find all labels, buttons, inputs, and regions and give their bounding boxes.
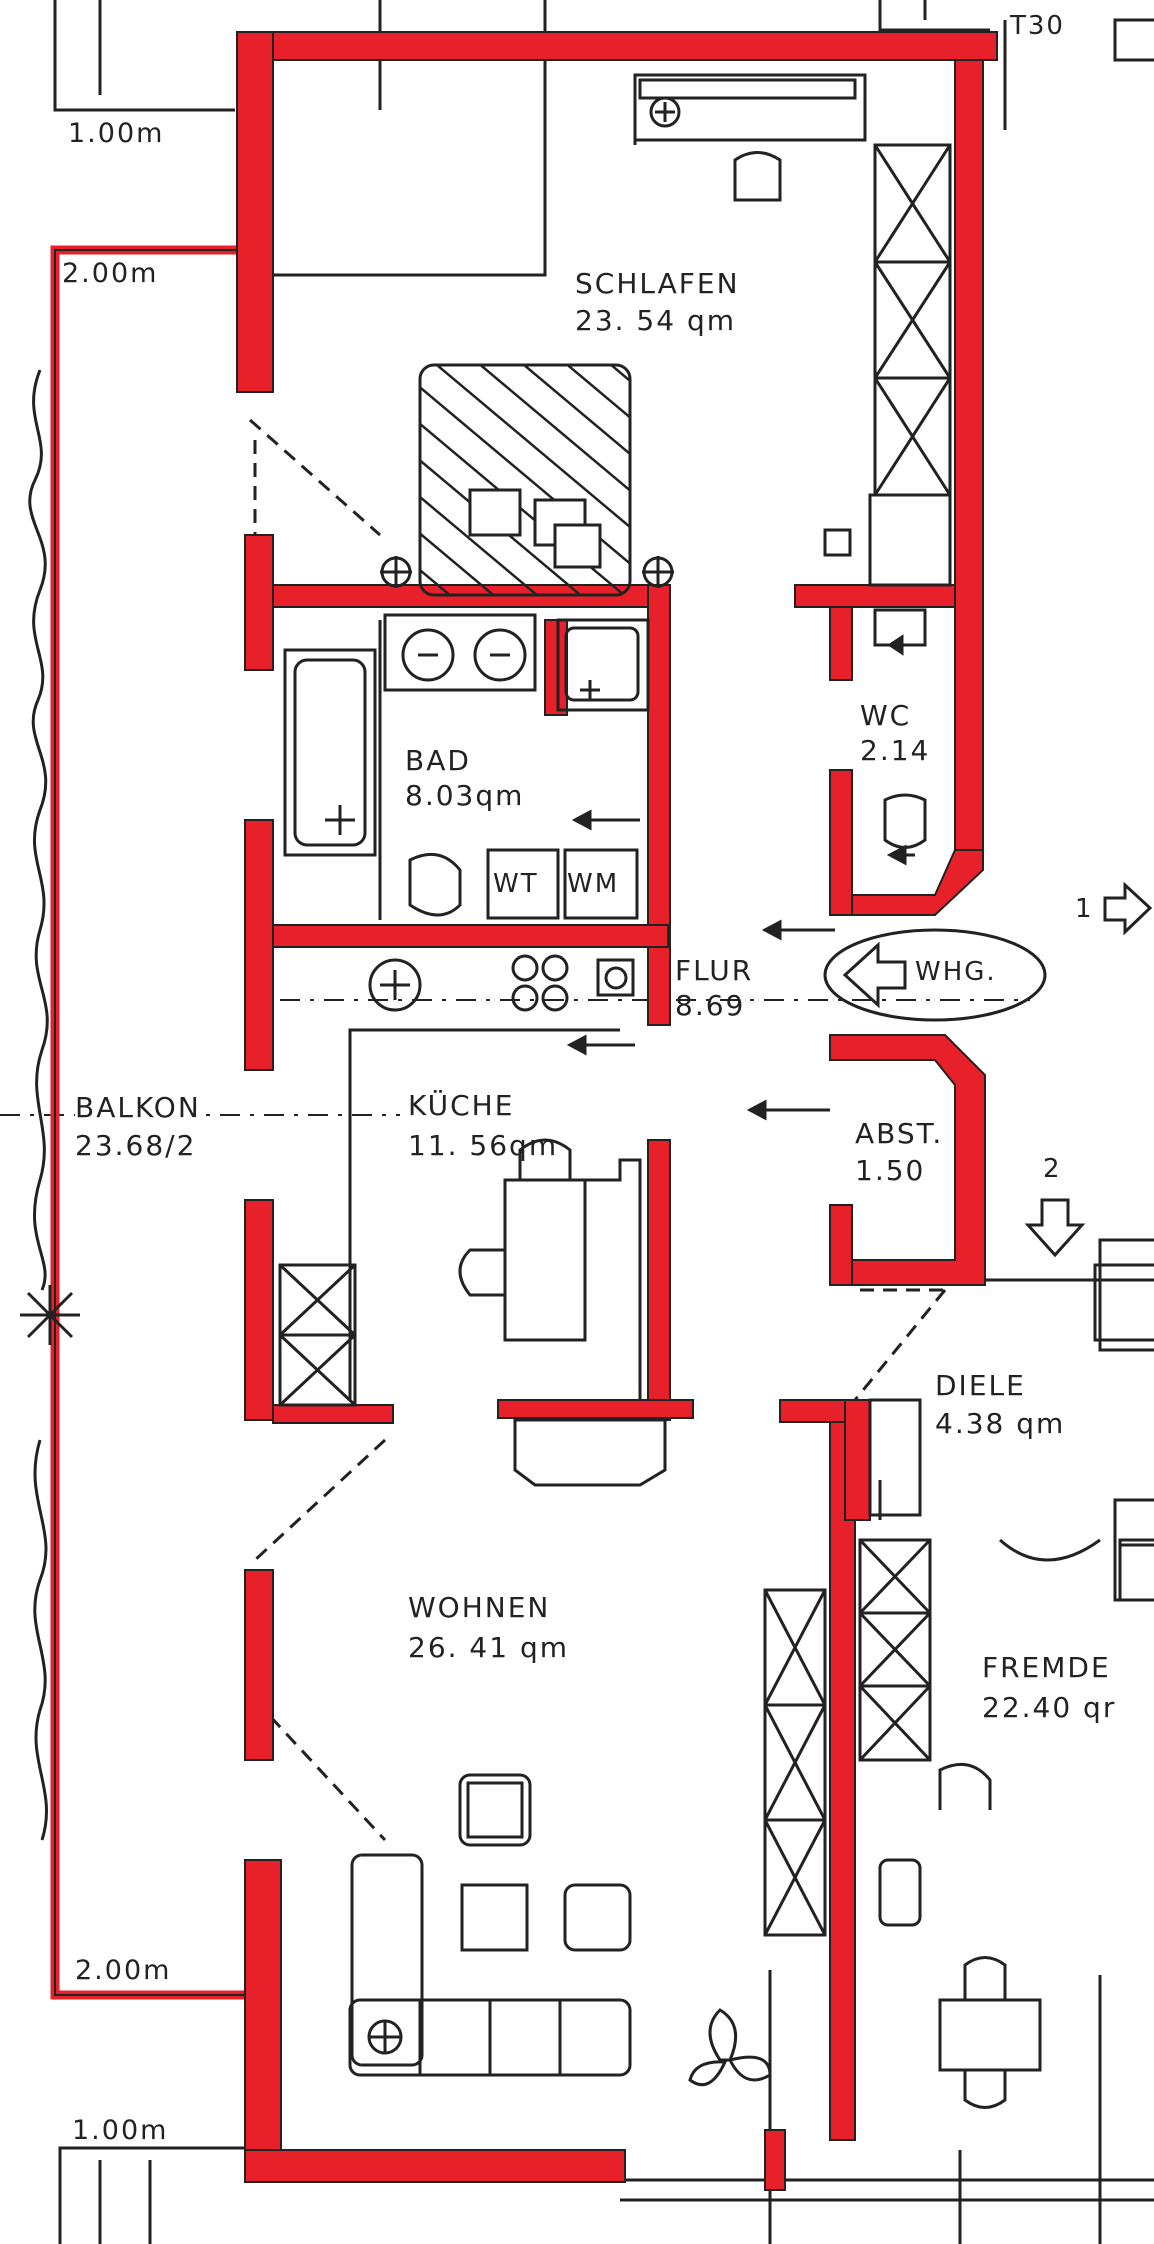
room-label-abst: ABST. <box>855 1117 944 1150</box>
appliance-wt: WT <box>493 869 539 899</box>
balcony-outline <box>20 245 245 2000</box>
room-area-diele: 4.38 qm <box>935 1407 1066 1440</box>
stove-icon <box>511 954 569 1012</box>
wardrobe-icon <box>868 143 952 587</box>
wardrobe-icon <box>858 1538 932 1762</box>
chair-icon <box>963 1956 1007 2000</box>
room-area-wohnen: 26. 41 qm <box>408 1631 570 1664</box>
room-area-schlafen: 23. 54 qm <box>575 304 737 337</box>
furniture <box>278 78 1154 2109</box>
arrow-icon <box>566 634 915 1121</box>
marker-one: 1 <box>1075 894 1094 924</box>
dimension-balcony-bottom: 2.00m <box>75 1955 172 1986</box>
bathtub-icon <box>283 648 377 857</box>
room-label-bad: BAD <box>405 744 471 777</box>
room-label-diele: DIELE <box>935 1369 1026 1402</box>
chair-icon <box>458 1248 505 1297</box>
appliance-wm: WM <box>567 869 620 899</box>
dimension-balcony-top: 2.00m <box>62 258 159 289</box>
room-label-wc: WC <box>860 699 912 732</box>
chair-icon <box>733 151 782 202</box>
room-area-abst: 1.50 <box>855 1154 926 1187</box>
chair-icon <box>518 1138 572 1180</box>
room-area-fremde: 22.40 qr <box>982 1691 1117 1724</box>
room-area-flur: 8.69 <box>675 989 746 1022</box>
room-area-wc: 2.14 <box>860 734 931 767</box>
room-area-bad: 8.03qm <box>405 779 525 812</box>
bed-icon <box>418 363 632 597</box>
walls <box>236 31 998 2191</box>
dimension-bottom-left: 1.00m <box>72 2115 169 2146</box>
toilet-icon <box>408 852 462 917</box>
wardrobe-icon <box>763 1588 827 1937</box>
sink-icon <box>368 958 422 1012</box>
top-tag: T30 <box>1010 11 1065 41</box>
chair-icon <box>938 1762 992 1810</box>
plant-icon <box>688 2008 772 2086</box>
arrow-icon <box>1024 881 1153 1258</box>
room-label-schlafen: SCHLAFEN <box>575 267 740 300</box>
dimension-top-left: 1.00m <box>68 118 165 149</box>
marker-two: 2 <box>1043 1154 1062 1184</box>
room-label-kueche: KÜCHE <box>408 1089 515 1122</box>
plant-icon <box>20 1285 80 1345</box>
washbasin-icon <box>383 613 537 692</box>
entrance-label: WHG. <box>915 957 997 987</box>
room-label-flur: FLUR <box>675 954 754 987</box>
room-label-fremde: FREMDE <box>982 1651 1111 1684</box>
entrance-marker <box>823 928 1047 1022</box>
room-label-balkon: BALKON <box>75 1091 201 1125</box>
room-area-kueche: 11. 56qm <box>408 1129 559 1162</box>
room-label-wohnen: WOHNEN <box>408 1591 551 1624</box>
room-area-balkon: 23.68/2 <box>75 1129 197 1162</box>
chair-icon <box>963 2070 1007 2109</box>
